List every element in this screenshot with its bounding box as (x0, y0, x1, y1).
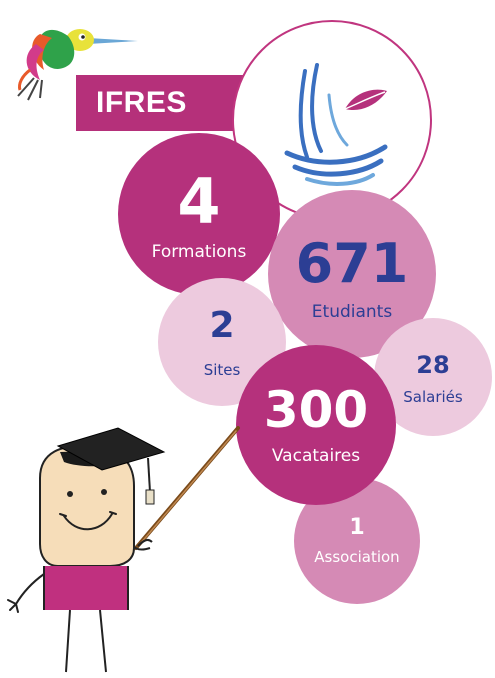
banner-title: IFRES (96, 86, 187, 119)
stat-formations-value: 4 (177, 164, 221, 238)
stat-etudiants-label: Etudiants (311, 301, 393, 322)
stat-vacataires: 300 Vacataires (236, 345, 396, 505)
stat-etudiants-value: 671 (295, 231, 409, 295)
stat-vacataires-label: Vacataires (271, 445, 361, 466)
stat-sites-label: Sites (203, 360, 241, 379)
stat-formations: 4 Formations (118, 133, 280, 295)
stat-association-label: Association (314, 547, 400, 566)
ifres-logo-icon (284, 63, 388, 186)
stat-salaries-label: Salariés (403, 387, 463, 406)
stat-vacataires-value: 300 (263, 380, 369, 439)
stat-sites-value: 2 (209, 304, 235, 346)
stat-salaries-value: 28 (416, 350, 450, 379)
pointer-stick-icon (134, 426, 240, 550)
stat-formations-label: Formations (151, 241, 247, 262)
stat-association-value: 1 (349, 514, 365, 540)
